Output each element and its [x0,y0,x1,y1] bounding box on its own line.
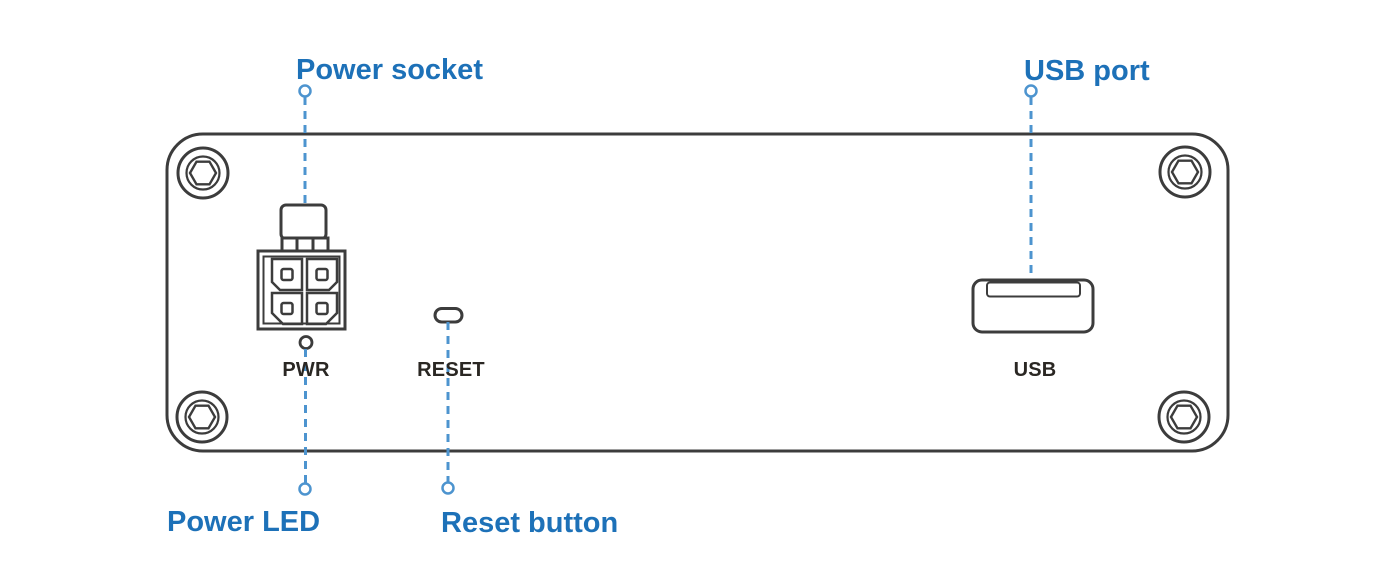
panel-label-pwr: PWR [282,359,330,381]
callout-label-reset-button: Reset button [441,507,619,539]
screw-top-right-icon [1158,145,1212,199]
callout-label-power-led: Power LED [167,506,321,538]
device-panel-outline [165,132,1230,453]
screw-bottom-right-icon [1157,390,1211,444]
power-socket-drawing [256,203,347,331]
callout-label-usb-port: USB port [1024,55,1150,87]
leader-dot-reset-button [441,481,455,495]
screw-bottom-left-icon [175,390,229,444]
panel-label-reset: RESET [417,359,485,381]
panel-label-usb: USB [1013,359,1057,381]
callout-label-power-socket: Power socket [296,54,483,86]
reset-button-drawing [433,307,464,324]
power-led-dot [298,335,314,350]
leader-dot-power-led [298,482,312,496]
usb-port-drawing [971,278,1095,334]
leader-dot-usb-port [1024,84,1038,98]
screw-top-left-icon [176,146,230,200]
leader-dot-power-socket [298,84,312,98]
